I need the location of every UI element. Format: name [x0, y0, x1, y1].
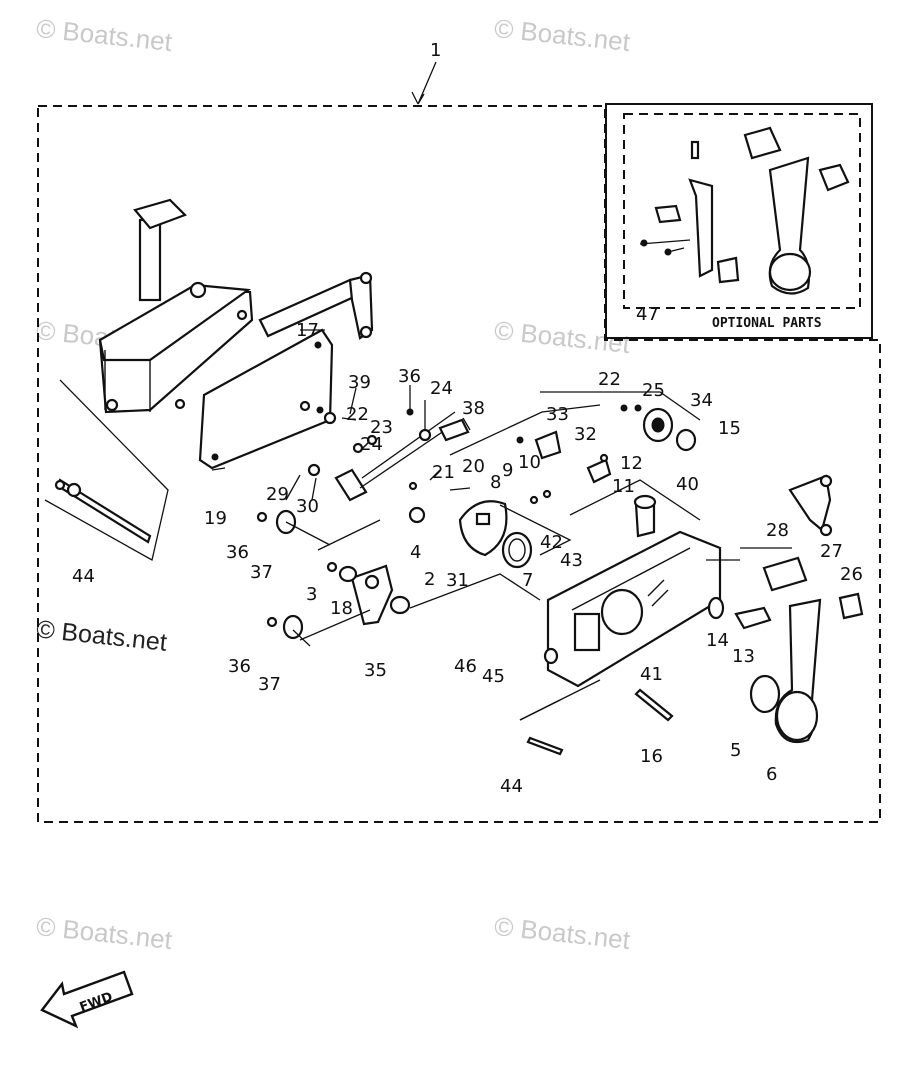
part-label: 16 [640, 746, 663, 767]
optional-lever-assembly [639, 126, 850, 295]
part-label: 36 [226, 542, 249, 563]
part-label: 13 [732, 646, 755, 667]
control-box-assembly [98, 198, 254, 414]
optional-parts-label: OPTIONAL PARTS [712, 316, 822, 331]
control-lever [54, 474, 864, 756]
part-label: 27 [820, 541, 843, 562]
part-label: 37 [258, 674, 281, 695]
part-label: 35 [364, 660, 387, 681]
part-label: 20 [462, 456, 485, 477]
part-label: 40 [676, 474, 699, 495]
part-label: 45 [482, 666, 505, 687]
part-label: 19 [204, 508, 227, 529]
leader-lines [44, 329, 740, 721]
part-label: 4 [410, 542, 421, 563]
part-label: 26 [840, 564, 863, 585]
part-label: 22 [346, 404, 369, 425]
part-label: 46 [454, 656, 477, 677]
shift-mechanism [256, 404, 697, 640]
part-label: 47 [636, 304, 659, 325]
optional-parts-box [605, 103, 873, 339]
part-label: 42 [540, 532, 563, 553]
part-label: 33 [546, 404, 569, 425]
part-label: 28 [766, 520, 789, 541]
part-label: 8 [490, 472, 501, 493]
part-label: 44 [500, 776, 523, 797]
assembly-boundary [37, 105, 881, 823]
part-label: 7 [522, 570, 533, 591]
cover-plate [198, 328, 334, 470]
part-label: 41 [640, 664, 663, 685]
part-label: 24 [360, 434, 383, 455]
part-label: 25 [642, 380, 665, 401]
part-label: 17 [296, 320, 319, 341]
part-label: 14 [706, 630, 729, 651]
part-label: 43 [560, 550, 583, 571]
part-label: 1 [430, 40, 441, 61]
part-label: 5 [730, 740, 741, 761]
part-label: 36 [228, 656, 251, 677]
part-label: 32 [574, 424, 597, 445]
part-label: 18 [330, 598, 353, 619]
part-label: 44 [72, 566, 95, 587]
part-label: 36 [398, 366, 421, 387]
part-label: 34 [690, 390, 713, 411]
part-label: 30 [296, 496, 319, 517]
remote-control-housing [543, 494, 722, 688]
part-label: 38 [462, 398, 485, 419]
part-label: 23 [370, 417, 393, 438]
part-label: 29 [266, 484, 289, 505]
part-label: 31 [446, 570, 469, 591]
part-label: 3 [306, 584, 317, 605]
part-label: 15 [718, 418, 741, 439]
part-label: 9 [502, 460, 513, 481]
part-label: 11 [612, 476, 635, 497]
part-label: 2 [424, 569, 435, 590]
part-label: 37 [250, 562, 273, 583]
part-label: 39 [348, 372, 371, 393]
optional-parts-dashed-frame [623, 113, 861, 309]
part-label: 21 [432, 462, 455, 483]
part-label: 24 [430, 378, 453, 399]
part-label: 12 [620, 453, 643, 474]
fwd-arrow-icon: FWD [40, 970, 134, 1029]
part-label: 22 [598, 369, 621, 390]
part-label: 6 [766, 764, 777, 785]
part-label: 10 [518, 452, 541, 473]
